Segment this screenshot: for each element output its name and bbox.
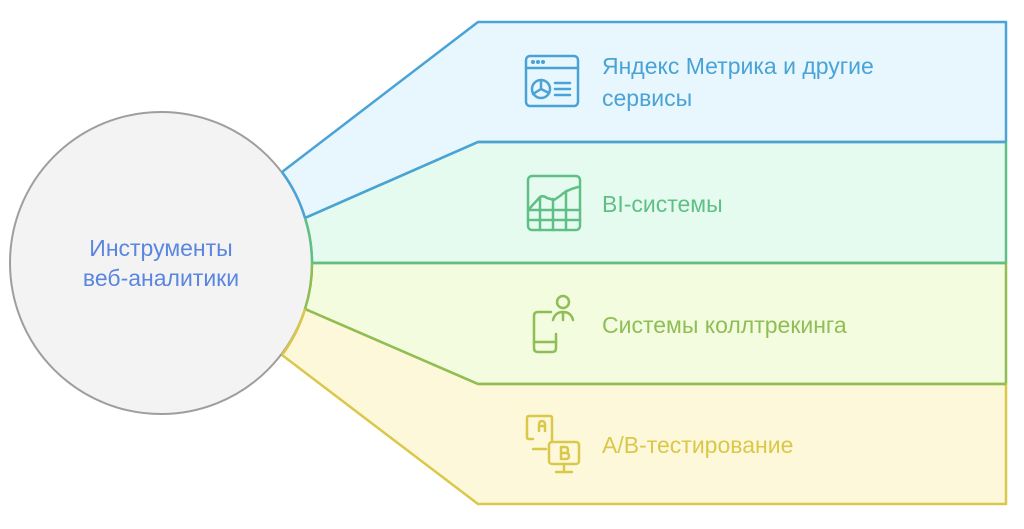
item-label-ab-testing: A/B-тестирование (602, 427, 793, 463)
item-label-text: BI-системы (602, 191, 723, 217)
item-label-line1: Яндекс Метрика и другие (602, 53, 874, 79)
analytics-dashboard-icon (524, 54, 580, 108)
center-topic: Инструменты веб-аналитики (10, 112, 312, 414)
item-label-text: Системы коллтрекинга (602, 312, 847, 338)
center-title-line1: Инструменты (89, 235, 233, 261)
item-label-text: A/B-тестирование (602, 432, 794, 458)
item-label-line2: сервисы (602, 85, 693, 111)
ab-testing-icon (525, 414, 581, 474)
item-label-bi-systems: BI-системы (602, 186, 723, 222)
item-label-calltracking: Системы коллтрекинга (602, 307, 847, 343)
phone-user-icon (532, 294, 575, 354)
item-label-yandex-metrika: Яндекс Метрика и другие сервисы (602, 50, 874, 114)
center-title-line2: веб-аналитики (82, 265, 240, 291)
chart-grid-icon (526, 174, 582, 232)
